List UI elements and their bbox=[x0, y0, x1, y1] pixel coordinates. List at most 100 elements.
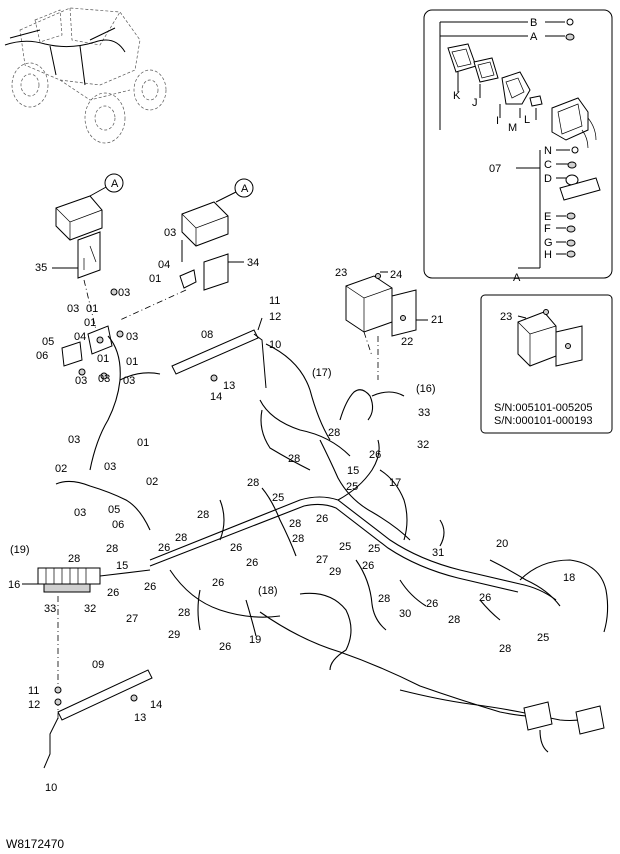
part-03-e: 03 bbox=[75, 375, 87, 387]
part-28-j: 28 bbox=[448, 614, 460, 626]
part-18-paren: (18) bbox=[258, 585, 278, 597]
callout-m: M bbox=[508, 122, 517, 134]
part-30: 30 bbox=[399, 608, 411, 620]
part-09: 09 bbox=[92, 659, 104, 671]
detail-a-frame bbox=[423, 9, 613, 279]
part-07: 07 bbox=[489, 163, 501, 175]
callout-c: C bbox=[544, 159, 552, 171]
callout-j: J bbox=[472, 97, 478, 109]
part-29-a: 29 bbox=[329, 566, 341, 578]
part-03-h: 03 bbox=[68, 434, 80, 446]
callout-g: G bbox=[544, 237, 553, 249]
part-03-a: 03 bbox=[164, 227, 176, 239]
detail-a-marker-left bbox=[104, 173, 124, 193]
part-25-b: 25 bbox=[272, 492, 284, 504]
part-12-b: 12 bbox=[28, 699, 40, 711]
part-04-a: 04 bbox=[158, 259, 170, 271]
part-16-a: 16 bbox=[8, 579, 20, 591]
part-23-b: 23 bbox=[500, 311, 512, 323]
drawing-id: W8172470 bbox=[6, 837, 64, 851]
part-27-b: 27 bbox=[126, 613, 138, 625]
conduit-08 bbox=[171, 317, 267, 389]
part-19-a: 19 bbox=[249, 634, 261, 646]
part-25-a: 25 bbox=[346, 481, 358, 493]
left-mount-bracket bbox=[55, 288, 161, 531]
part-05-a: 05 bbox=[42, 336, 54, 348]
part-01-e: 01 bbox=[126, 356, 138, 368]
callout-i: I bbox=[496, 115, 499, 127]
reflector-i bbox=[501, 71, 531, 105]
part-03-j: 03 bbox=[74, 507, 86, 519]
work-lamp-right bbox=[179, 178, 254, 291]
callout-e: E bbox=[544, 211, 551, 223]
part-10-a: 10 bbox=[269, 339, 281, 351]
main-harness bbox=[149, 343, 609, 753]
part-27-a: 27 bbox=[316, 554, 328, 566]
part-05-b: 05 bbox=[108, 504, 120, 516]
part-25-d: 25 bbox=[368, 543, 380, 555]
part-28-c: 28 bbox=[247, 477, 259, 489]
part-26-i: 26 bbox=[107, 587, 119, 599]
bracket-21 bbox=[391, 289, 417, 337]
part-13-a: 13 bbox=[223, 380, 235, 392]
part-17-paren-a: (17) bbox=[312, 367, 332, 379]
bracket-d bbox=[559, 177, 601, 201]
callout-d: D bbox=[544, 173, 552, 185]
part-26-f: 26 bbox=[362, 560, 374, 572]
machine-thumbnail bbox=[4, 7, 167, 144]
gasket-k bbox=[447, 43, 477, 73]
lamp-housing-l bbox=[551, 97, 589, 141]
callout-l: L bbox=[524, 114, 530, 126]
part-28-g: 28 bbox=[292, 533, 304, 545]
screw-b bbox=[566, 18, 574, 26]
part-01-f: 01 bbox=[137, 437, 149, 449]
part-01-b: 01 bbox=[86, 303, 98, 315]
part-26-g: 26 bbox=[212, 577, 224, 589]
part-24: 24 bbox=[390, 269, 402, 281]
part-11-a: 11 bbox=[269, 295, 280, 307]
part-28-l: 28 bbox=[499, 643, 511, 655]
part-32-a: 32 bbox=[417, 439, 429, 451]
part-20: 20 bbox=[496, 538, 508, 550]
part-01-c: 01 bbox=[84, 317, 96, 329]
part-22: 22 bbox=[401, 336, 413, 348]
part-03-i: 03 bbox=[104, 461, 116, 473]
part-28-a: 28 bbox=[328, 427, 340, 439]
part-01-d: 01 bbox=[97, 353, 109, 365]
part-12-a: 12 bbox=[269, 311, 281, 323]
callout-f: F bbox=[544, 223, 551, 235]
serial-variant-panel bbox=[480, 294, 613, 434]
part-28-i: 28 bbox=[378, 593, 390, 605]
callout-a-bottom: A bbox=[513, 272, 521, 284]
part-03-d: 03 bbox=[126, 331, 138, 343]
part-26-c: 26 bbox=[230, 542, 242, 554]
part-03-g: 03 bbox=[123, 375, 135, 387]
part-02-a: 02 bbox=[55, 463, 67, 475]
part-26-l: 26 bbox=[219, 641, 231, 653]
part-26-k: 26 bbox=[479, 592, 491, 604]
marker-a-left: A bbox=[111, 178, 119, 190]
part-10-b: 10 bbox=[45, 782, 57, 794]
part-25-e: 25 bbox=[537, 632, 549, 644]
part-25-c: 25 bbox=[339, 541, 351, 553]
part-35: 35 bbox=[35, 262, 47, 274]
part-29-b: 29 bbox=[168, 629, 180, 641]
part-08: 08 bbox=[201, 329, 213, 341]
detail-a-panel bbox=[423, 9, 613, 279]
part-26-b: 26 bbox=[316, 513, 328, 525]
part-16-paren-a: (16) bbox=[416, 383, 436, 395]
part-26-h: 26 bbox=[144, 581, 156, 593]
part-28-e: 28 bbox=[289, 518, 301, 530]
bracket-05 bbox=[61, 341, 83, 367]
detail-a-marker-right bbox=[234, 178, 254, 198]
part-28-f: 28 bbox=[175, 532, 187, 544]
marker-a-right: A bbox=[241, 183, 249, 195]
part-04-b: 04 bbox=[74, 331, 86, 343]
part-06-a: 06 bbox=[36, 350, 48, 362]
part-28-k: 28 bbox=[178, 607, 190, 619]
part-26-e: 26 bbox=[246, 557, 258, 569]
part-06-b: 06 bbox=[112, 519, 124, 531]
part-03-c: 03 bbox=[118, 287, 130, 299]
work-lamp-left bbox=[52, 173, 124, 279]
part-28-b: 28 bbox=[288, 453, 300, 465]
